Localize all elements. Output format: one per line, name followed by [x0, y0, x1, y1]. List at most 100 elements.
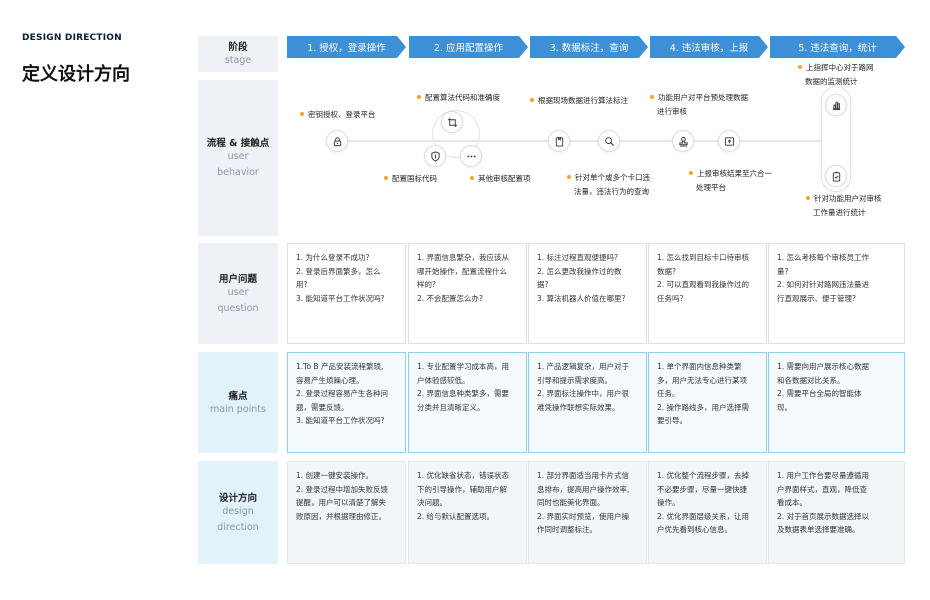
config-cluster-ring [432, 110, 480, 158]
box-line: 数据? [657, 266, 676, 276]
box-line: 1.To B 产品安装流程繁琐, [296, 362, 384, 371]
row-label-zh: 用户问题 [218, 273, 257, 285]
box-line: 2. 优化界面层级关系，让用 [657, 511, 750, 521]
box-line: 题，需要反馈。 [296, 402, 349, 412]
box-line: 及数据表单选择要准确。 [777, 525, 860, 534]
box-line: 2. 界面标注操作中，用户很 [537, 389, 630, 398]
row-label-en: main points [210, 403, 266, 415]
row-label-behavior: 流程 & 接触点 user behavior [198, 80, 278, 236]
design-box: 1. 创建一键安装操作。2. 登录过程中增加失败反馈提醒，用户可以清楚了解失败原… [287, 461, 406, 564]
row-label-design: 设计方向 design direction [198, 461, 278, 564]
tag-icon [548, 130, 570, 152]
box-line: 用? [296, 280, 308, 289]
box-line: 1. 界面信息繁杂，我应该从 [417, 253, 510, 262]
bar-chart-icon [825, 94, 847, 116]
pain-box: 1.To B 产品安装流程繁琐, 容易产生烦躁心理。 2. 登录过程容易产生各种问题… [287, 352, 406, 453]
box-line: 据? [537, 280, 549, 289]
box-line: 息排布，提高用户操作效率, [537, 484, 630, 494]
box-line: 3. 算法机器人价值在哪里? [537, 293, 626, 303]
crop-icon [441, 111, 463, 133]
row-label-en: direction [217, 521, 259, 533]
box-line: 决问题。 [417, 498, 447, 507]
stage-arrow-1: 1. 授权，登录操作 [287, 36, 406, 58]
row-label-question: 用户问题 user question [198, 243, 278, 344]
box-line: 1. 单个界面内信息种类繁 [657, 362, 742, 371]
box-line: 容易产生烦躁心理。 [296, 375, 364, 385]
box-line: 下的引导操作，辅助用户解 [417, 484, 507, 494]
box-line: 1. 为什么登录不成功? [296, 253, 370, 262]
box-line: 2. 操作路线多，用户选择需 [657, 402, 750, 412]
section-eyebrow: DESIGN DIRECTION [22, 33, 122, 43]
box-line: 难凭操作联想实际效果。 [537, 402, 620, 412]
box-line: 2. 登录过程中增加失败反馈 [296, 484, 389, 494]
box-line: 1. 优化整个流程步骤，去掉 [657, 471, 750, 480]
touchpoint-label: 根据现场数据进行算法标注 [530, 94, 628, 108]
pain-box: 1. 单个界面内信息种类繁多，用户无法专心进行某项任务。 2. 操作路线多，用户选… [648, 352, 767, 453]
box-line: 要引导。 [657, 416, 687, 425]
page-title: 定义设计方向 [22, 64, 130, 85]
box-line: 任务吗? [657, 293, 684, 303]
box-line: 现。 [777, 402, 792, 412]
upload-icon [718, 130, 740, 152]
box-line: 2. 需要平台全局的智能体 [777, 389, 862, 398]
box-line: 3. 能知道平台工作状况吗? [296, 293, 385, 303]
box-line: 任务。 [657, 389, 680, 398]
touchpoint-label: 配置算法代码和准确度 [417, 91, 500, 105]
row-label-en: behavior [217, 167, 259, 178]
box-line: 1. 需要向用户展示核心数据 [777, 362, 870, 371]
row-label-stage: 阶段 stage [198, 36, 278, 72]
stage-arrow-2: 2. 应用配置操作 [409, 36, 528, 58]
box-line: 2. 不会配置怎么办? [417, 293, 484, 303]
box-line: 1. 专业配置学习成本高，用 [417, 362, 510, 371]
box-line: 2. 界面实时预览，使用户操 [537, 511, 630, 521]
stage-arrow-4: 4. 违法审核，上报 [650, 36, 768, 58]
box-line: 和各数据对比关系。 [777, 375, 845, 385]
touchpoint-label: 针对单个或多个卡口违法量，违法行为的查询 [567, 171, 650, 199]
box-line: 2. 给与默认配置选项。 [417, 511, 495, 521]
pain-box: 1. 需要向用户展示核心数据和各数据对比关系。 2. 需要平台全局的智能体现。 [768, 352, 905, 453]
box-line: 2. 登录后界面繁多，怎么 [296, 266, 381, 276]
box-line: 2. 对于首页展示数据选择以 [777, 511, 870, 521]
box-line: 同时也能美化界面。 [537, 498, 605, 507]
box-line: 1. 产品逻辑复杂，用户对于 [537, 362, 630, 371]
box-line: 样的? [417, 280, 436, 289]
checklist-icon [825, 165, 847, 187]
box-line: 1. 部分界面适当用卡片式信 [537, 471, 630, 480]
stage-arrow-3: 3. 数据标注，查询 [530, 36, 648, 58]
pain-box: 1. 产品逻辑复杂，用户对于引导和提示需求度高。2. 界面标注操作中，用户很难凭… [528, 352, 647, 453]
box-line: 多，用户无法专心进行某项 [657, 375, 747, 385]
box-line: 量? [777, 266, 789, 276]
touchpoint-label: 功能用户对平台预处理数据进行审核 [650, 91, 748, 119]
box-line: 看成本。 [777, 498, 807, 507]
lock-icon [326, 130, 348, 152]
row-label-zh: 阶段 [228, 42, 248, 53]
touchpoint-label: 上指挥中心对于路网数据的监测统计 [798, 61, 874, 89]
box-line: 2. 如何对针对路网违法量进 [777, 280, 870, 289]
question-box: 1. 为什么登录不成功? 2. 登录后界面繁多，怎么用? 3. 能知道平台工作状况吗… [287, 243, 406, 344]
box-line: 哪开始操作，配置流程什么 [417, 266, 507, 276]
box-line: 1. 优化缺省状态，错误状态 [417, 471, 510, 480]
box-line: 1. 标注过程直观便捷吗? [537, 253, 619, 262]
pain-box: 1. 专业配置学习成本高，用户体验感较低。2. 界面信息种类繁多，需要分类并且清… [408, 352, 527, 453]
more-icon [460, 145, 482, 167]
shield-icon [424, 145, 446, 167]
box-line: 2. 登录过程容易产生各种问 [296, 389, 389, 398]
stamp-icon [672, 130, 694, 152]
box-line: 2. 可以直观看到我操作过的 [657, 280, 750, 289]
question-box: 1. 界面信息繁杂，我应该从哪开始操作，配置流程什么样的? 2. 不会配置怎么办? [408, 243, 527, 344]
box-line: 作同时调整标注。 [537, 525, 597, 534]
row-label-en: design [222, 505, 254, 517]
box-line: 1. 怎么考核每个审核员工作 [777, 253, 870, 262]
box-line: 1. 用户工作台要尽量遵循用 [777, 471, 870, 480]
row-label-zh: 痛点 [228, 390, 248, 402]
box-line: 户界面样式，直观，降低查 [777, 484, 867, 494]
search-icon [598, 130, 620, 152]
question-box: 1. 标注过程直观便捷吗?2. 怎么更改我操作过的数据?3. 算法机器人价值在哪… [528, 243, 647, 344]
design-box: 1. 部分界面适当用卡片式信息排布，提高用户操作效率, 同时也能美化界面。 2. 界… [528, 461, 647, 564]
stage-arrow-5: 5. 违法查询，统计 [770, 36, 905, 58]
row-label-en: user [227, 286, 249, 298]
touchpoint-label: 针对功能用户对审核工作量进行统计 [806, 192, 882, 220]
box-line: 败原因，并根据理由修正。 [296, 511, 386, 521]
touchpoint-label: 密钥授权、登录平台 [300, 108, 376, 122]
box-line: 3. 能知道平台工作状况吗? [296, 416, 385, 425]
